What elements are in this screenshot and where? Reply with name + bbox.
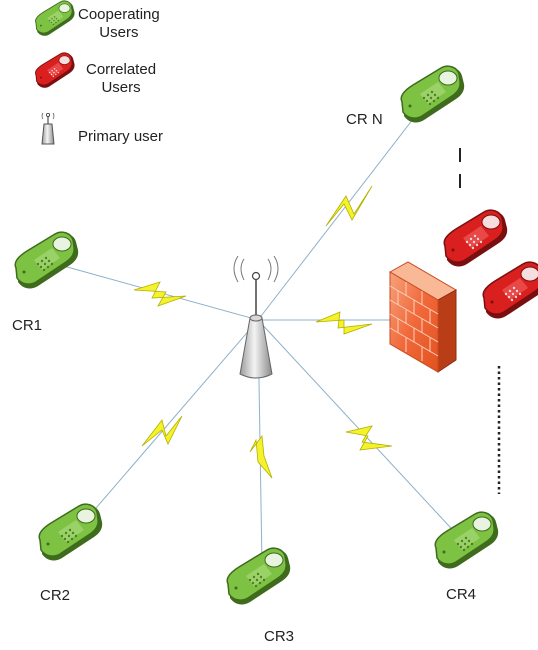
cooperating-user-legend-icon (35, 0, 76, 37)
legend-cooperating-label: Cooperating Users (78, 6, 160, 41)
node-label-cr2: CR2 (40, 587, 71, 604)
primary-user-legend-icon (41, 112, 55, 145)
correlated-user-legend-icon (35, 52, 76, 89)
primary-user-tower-icon (233, 255, 279, 379)
cr-n-phone-icon (400, 65, 465, 124)
lightning-icon (133, 185, 393, 479)
cr3-phone-icon (226, 547, 291, 606)
node-label-cr1: CR1 (12, 317, 43, 334)
legend-correlated-label: Correlated Users (86, 61, 157, 96)
legend-primary-label: Primary user (78, 128, 164, 145)
cr2-phone-icon (38, 503, 103, 562)
correlated-user-phone-icon (443, 209, 508, 268)
correlated-user-phone-icon (482, 261, 538, 320)
firewall-icon (388, 261, 458, 373)
node-label-cr3: CR3 (264, 628, 295, 645)
node-label-crn: CR N (346, 111, 383, 128)
cr1-phone-icon (14, 231, 79, 290)
node-label-cr4: CR4 (446, 586, 477, 603)
